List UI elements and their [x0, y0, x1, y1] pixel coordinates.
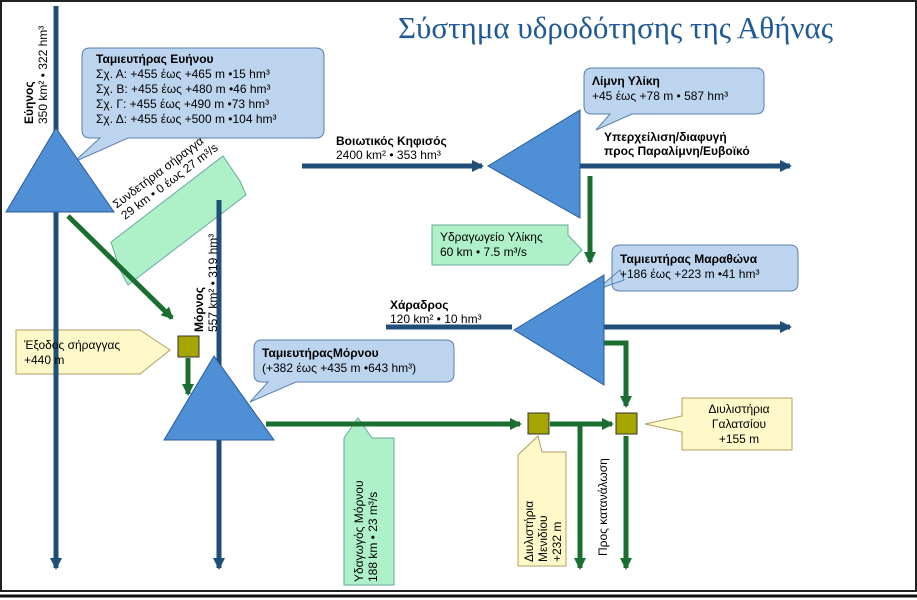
callout-yliki-aqueduct: [431, 224, 583, 266]
diagram-title: Σύστημα υδροδότησης της Αθήνας: [398, 10, 833, 45]
evinos-reservoir-triangle: [5, 127, 115, 213]
overflow-label: Υπερχείλιση/διαφυγή προς Παραλίμνη/Ευβοϊ…: [604, 130, 750, 158]
menidi-node: [527, 412, 550, 435]
galatsi-text: Διυλιστήρια Γαλατσίου +155 m: [708, 402, 770, 446]
callout-yliki: [583, 67, 765, 131]
callout-marathon: [595, 244, 799, 292]
evinos-reservoir-text: Ταμιευτήρας Ευήνου Σχ. Α: +455 έως +465 …: [96, 52, 277, 126]
yliki-lake-triangle: [487, 109, 581, 219]
callout-mornos-reservoir: [249, 339, 455, 403]
consumption-label: Προς κατανάλωση: [596, 458, 610, 556]
callout-mornos-aqueduct: [343, 417, 395, 586]
menidi-text: Διυλιστήρια Μενιδίου +232 m: [522, 500, 564, 562]
charadros-label: Χάραδρος 120 km² • 10 hm³: [390, 298, 482, 326]
kifisos-label: Βοιωτικός Κηφισός 2400 km² • 353 hm³: [336, 134, 447, 162]
tunnel-exit-text: Έξοδος σήραγγας +440 m: [24, 338, 121, 367]
mornos-reservoir-triangle: [163, 355, 275, 441]
tunnel-exit-node: [177, 335, 200, 358]
marathon-text: Ταμιευτήρας Μαραθώνα +186 έως +223 m •41…: [620, 252, 760, 281]
mornos-river-label: Μόρνος 557 km² • 319 hm³: [192, 233, 220, 332]
galatsi-node: [615, 412, 638, 435]
mornos-reservoir-text: ΤαμιευτήραςΜόρνου (+382 έως +435 m •643 …: [262, 346, 417, 375]
yliki-text: Λίμνη Υλίκη +45 έως +78 m • 587 hm³: [592, 74, 729, 103]
callout-evinos-reservoir: [73, 47, 325, 163]
callout-galatsi: [644, 397, 793, 451]
tunnel-line: [66, 214, 174, 320]
evinos-river-label: Εύηνος 350 km² • 322 hm³: [22, 25, 50, 124]
mornos-aqueduct-text: Υδαγωγός Μόρνου 188 km • 23 m³/s: [352, 480, 380, 582]
yliki-aqueduct-text: Υδραγωγείο Υλίκης 60 km • 7.5 m³/s: [440, 230, 543, 259]
callout-menidi: [517, 435, 567, 567]
marathon-reservoir-triangle: [513, 274, 605, 386]
marathon-to-galatsi-line: [604, 340, 632, 408]
